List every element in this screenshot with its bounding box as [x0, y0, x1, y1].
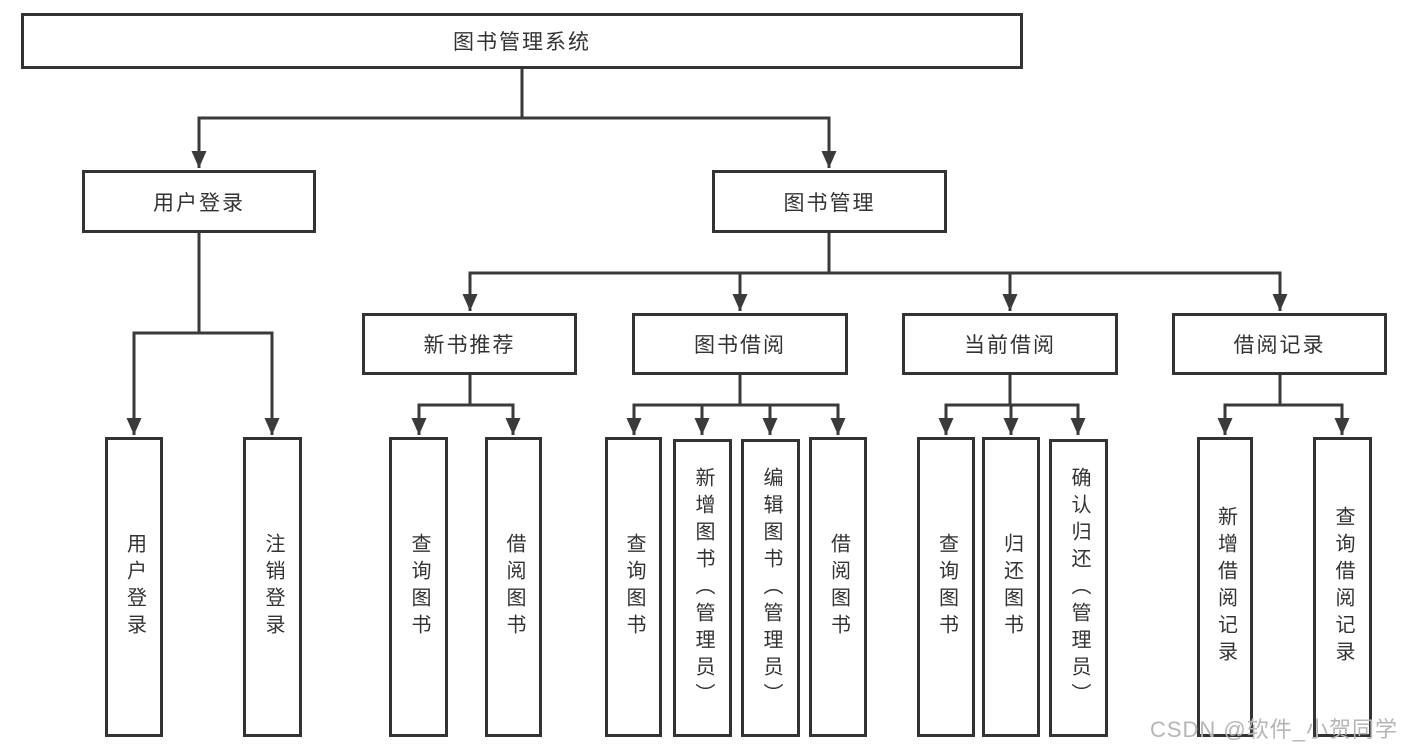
leaf-borrow-book-recommend-label: 借阅图书: [503, 533, 525, 641]
node-new-book-recommend-label: 新书推荐: [423, 334, 516, 357]
leaf-return-book-label: 归还图书: [1000, 533, 1023, 641]
leaf-return-book: 归还图书: [982, 437, 1040, 737]
leaf-confirm-return-admin-label: 确认归还（管理员）: [1068, 466, 1090, 710]
node-borrow-record: 借阅记录: [1172, 313, 1387, 375]
node-root-label: 图书管理系统: [453, 31, 591, 54]
leaf-query-book-recommend-label: 查询图书: [408, 533, 430, 641]
leaf-user-login-label: 用户登录: [123, 533, 146, 641]
node-new-book-recommend: 新书推荐: [362, 313, 577, 375]
leaf-borrow-book-recommend: 借阅图书: [485, 437, 542, 737]
leaf-add-borrow-record: 新增借阅记录: [1197, 437, 1253, 737]
node-user-login-label: 用户登录: [153, 191, 245, 215]
leaf-logout-login-label: 注销登录: [262, 533, 284, 641]
leaf-query-borrow-record-label: 查询借阅记录: [1332, 506, 1354, 668]
leaf-query-borrow-record: 查询借阅记录: [1313, 437, 1372, 737]
node-book-management-label: 图书管理: [783, 191, 876, 215]
leaf-edit-book-admin-label: 编辑图书（管理员）: [760, 466, 782, 710]
leaf-query-book-current-label: 查询图书: [935, 533, 958, 641]
leaf-add-borrow-record-label: 新增借阅记录: [1214, 506, 1237, 668]
node-book-borrow: 图书借阅: [632, 313, 848, 375]
leaf-query-book-recommend: 查询图书: [389, 437, 448, 737]
node-book-management: 图书管理: [712, 170, 947, 233]
leaf-add-book-admin-label: 新增图书（管理员）: [692, 466, 714, 710]
node-root: 图书管理系统: [21, 13, 1023, 69]
leaf-query-book-current: 查询图书: [917, 437, 975, 737]
watermark-text: CSDN @软件_小贺同学: [1149, 717, 1398, 742]
node-borrow-record-label: 借阅记录: [1233, 334, 1326, 357]
leaf-logout-login: 注销登录: [243, 437, 302, 737]
leaf-add-book-admin: 新增图书（管理员）: [673, 439, 732, 737]
leaf-borrow-book-label: 借阅图书: [827, 533, 850, 641]
node-current-borrow: 当前借阅: [902, 313, 1118, 375]
leaf-user-login: 用户登录: [105, 437, 163, 737]
leaf-query-book-borrow-label: 查询图书: [623, 533, 645, 641]
node-book-borrow-label: 图书借阅: [694, 334, 786, 357]
leaf-confirm-return-admin: 确认归还（管理员）: [1049, 439, 1108, 737]
leaf-borrow-book: 借阅图书: [809, 437, 867, 737]
leaf-edit-book-admin: 编辑图书（管理员）: [741, 439, 800, 737]
leaf-query-book-borrow: 查询图书: [605, 437, 662, 737]
node-user-login: 用户登录: [82, 170, 316, 233]
node-current-borrow-label: 当前借阅: [964, 334, 1056, 357]
